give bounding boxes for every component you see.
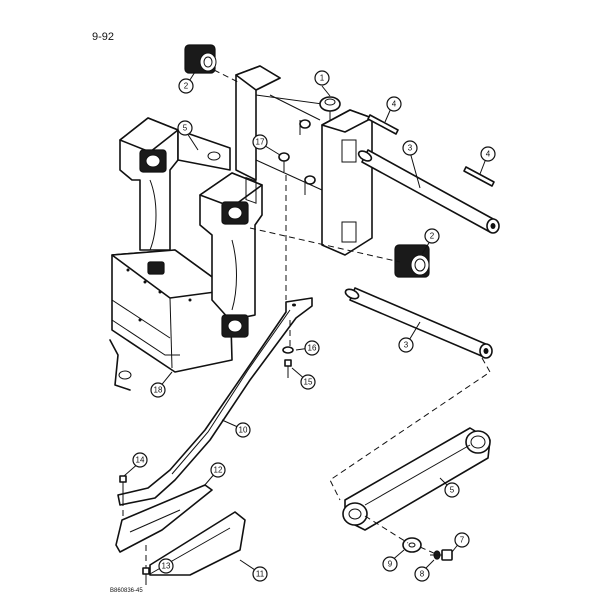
callout-9: 9 — [382, 556, 398, 572]
bolt-8 — [430, 549, 453, 561]
svg-text:12: 12 — [214, 466, 223, 475]
svg-text:8: 8 — [420, 570, 425, 579]
svg-text:1: 1 — [320, 74, 325, 83]
callout-16: 16 — [304, 340, 320, 356]
callout-5-frame: 5 — [177, 120, 193, 136]
main-frame — [109, 117, 263, 391]
svg-text:2: 2 — [430, 232, 435, 241]
callout-13: 13 — [158, 558, 174, 574]
callout-17: 17 — [252, 134, 268, 150]
frame-bushing-lower-right — [221, 314, 249, 338]
bushing-right — [394, 244, 430, 278]
svg-text:3: 3 — [404, 341, 409, 350]
callout-2-right: 2 — [424, 228, 440, 244]
callout-11: 11 — [252, 566, 268, 582]
bolt-15 — [284, 359, 292, 378]
figure-code: B860836-45 — [110, 588, 143, 594]
svg-text:2: 2 — [184, 82, 189, 91]
svg-text:4: 4 — [486, 150, 491, 159]
roll-pin-right — [463, 166, 495, 187]
pin-lower — [344, 287, 493, 359]
roll-pin-left — [367, 114, 399, 135]
plate-11 — [149, 511, 246, 576]
callout-15: 15 — [300, 374, 316, 390]
svg-text:15: 15 — [304, 378, 313, 387]
washer-9 — [402, 537, 422, 553]
svg-text:11: 11 — [256, 570, 265, 579]
callout-2-top: 2 — [178, 78, 194, 94]
svg-text:13: 13 — [162, 562, 171, 571]
callout-7: 7 — [454, 532, 470, 548]
callout-3-lower: 3 — [398, 337, 414, 353]
callout-18: 18 — [150, 382, 166, 398]
frame-bushing-lower-left — [147, 261, 165, 275]
svg-text:9: 9 — [388, 560, 393, 569]
callout-3-upper: 3 — [402, 140, 418, 156]
svg-text:14: 14 — [136, 456, 145, 465]
svg-text:3: 3 — [408, 144, 413, 153]
svg-text:7: 7 — [460, 536, 465, 545]
svg-text:5: 5 — [450, 486, 455, 495]
callout-8: 8 — [414, 566, 430, 582]
callout-5-link: 5 — [444, 482, 460, 498]
callout-4-left: 4 — [386, 96, 402, 112]
callout-10: 10 — [235, 422, 251, 438]
svg-text:10: 10 — [239, 426, 248, 435]
support-bracket — [235, 65, 373, 256]
callout-14: 14 — [132, 452, 148, 468]
leg-10 — [117, 297, 313, 506]
bolt-14 — [119, 475, 127, 500]
page-number: 9-92 — [92, 31, 114, 43]
callout-1: 1 — [314, 70, 330, 86]
frame-bushing-upper-left — [139, 149, 167, 173]
svg-text:5: 5 — [183, 124, 188, 133]
callout-12: 12 — [210, 462, 226, 478]
bolt-13 — [142, 567, 150, 585]
svg-text:16: 16 — [308, 344, 317, 353]
frame-bushing-upper-right — [221, 201, 249, 225]
nut-17 — [278, 152, 290, 172]
assembly-lines — [122, 69, 491, 568]
svg-text:17: 17 — [256, 138, 265, 147]
pin-upper — [357, 149, 500, 234]
link-5 — [342, 427, 491, 531]
bushing-top — [184, 44, 217, 74]
washer-16 — [282, 346, 294, 354]
svg-text:4: 4 — [392, 100, 397, 109]
svg-text:18: 18 — [154, 386, 163, 395]
callout-4-right: 4 — [480, 146, 496, 162]
